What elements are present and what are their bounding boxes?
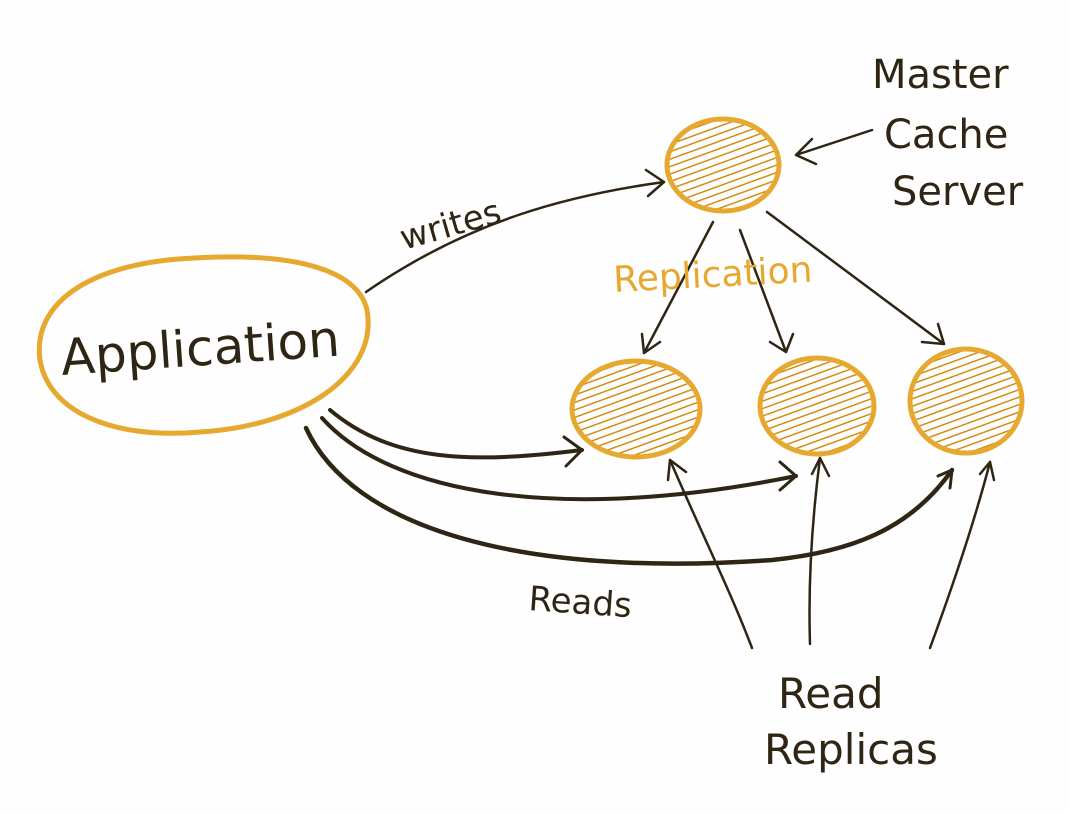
read-replicas-line-2: Replicas (764, 725, 938, 774)
master-label-line-3: Server (892, 169, 1024, 215)
replication-arrow (765, 210, 946, 346)
application-label: Application (59, 310, 342, 387)
master-label-line-1: Master (872, 52, 1009, 98)
replica-1-outline (569, 358, 703, 460)
replica-pointer-arrow (928, 460, 996, 650)
reads-label: Reads (527, 579, 633, 626)
replica-2-outline (757, 355, 877, 457)
read-arrow (320, 416, 798, 502)
replica-2-fill (762, 360, 872, 452)
master-node-fill (669, 121, 777, 209)
master-cache-server-node (664, 116, 782, 214)
master-node-outline (664, 116, 782, 214)
read-replicas-label: Read Replicas (764, 669, 938, 774)
master-cache-server-label: Master Cache Server (872, 52, 1024, 215)
replica-pointer-arrow (666, 458, 754, 650)
read-replica-node (907, 346, 1025, 456)
replica-3-fill (912, 351, 1020, 451)
read-replica-node (569, 358, 703, 460)
replication-label: Replication (612, 250, 813, 301)
read-replicas-line-1: Read (778, 669, 884, 718)
replica-3-outline (907, 346, 1025, 456)
replica-1-fill (574, 363, 698, 455)
read-arrow (303, 425, 955, 566)
replica-pointer-arrow (808, 456, 831, 646)
application-ellipse (36, 254, 371, 436)
writes-arrow (364, 168, 666, 294)
writes-label: writes (395, 192, 505, 259)
application-node: Application (36, 254, 371, 436)
master-label-line-2: Cache (884, 112, 1008, 158)
read-replica-node (757, 355, 877, 457)
replication-arrow (640, 220, 715, 355)
master-pointer-arrow (794, 128, 874, 166)
read-arrow (328, 408, 584, 468)
replication-arrow (738, 228, 795, 354)
